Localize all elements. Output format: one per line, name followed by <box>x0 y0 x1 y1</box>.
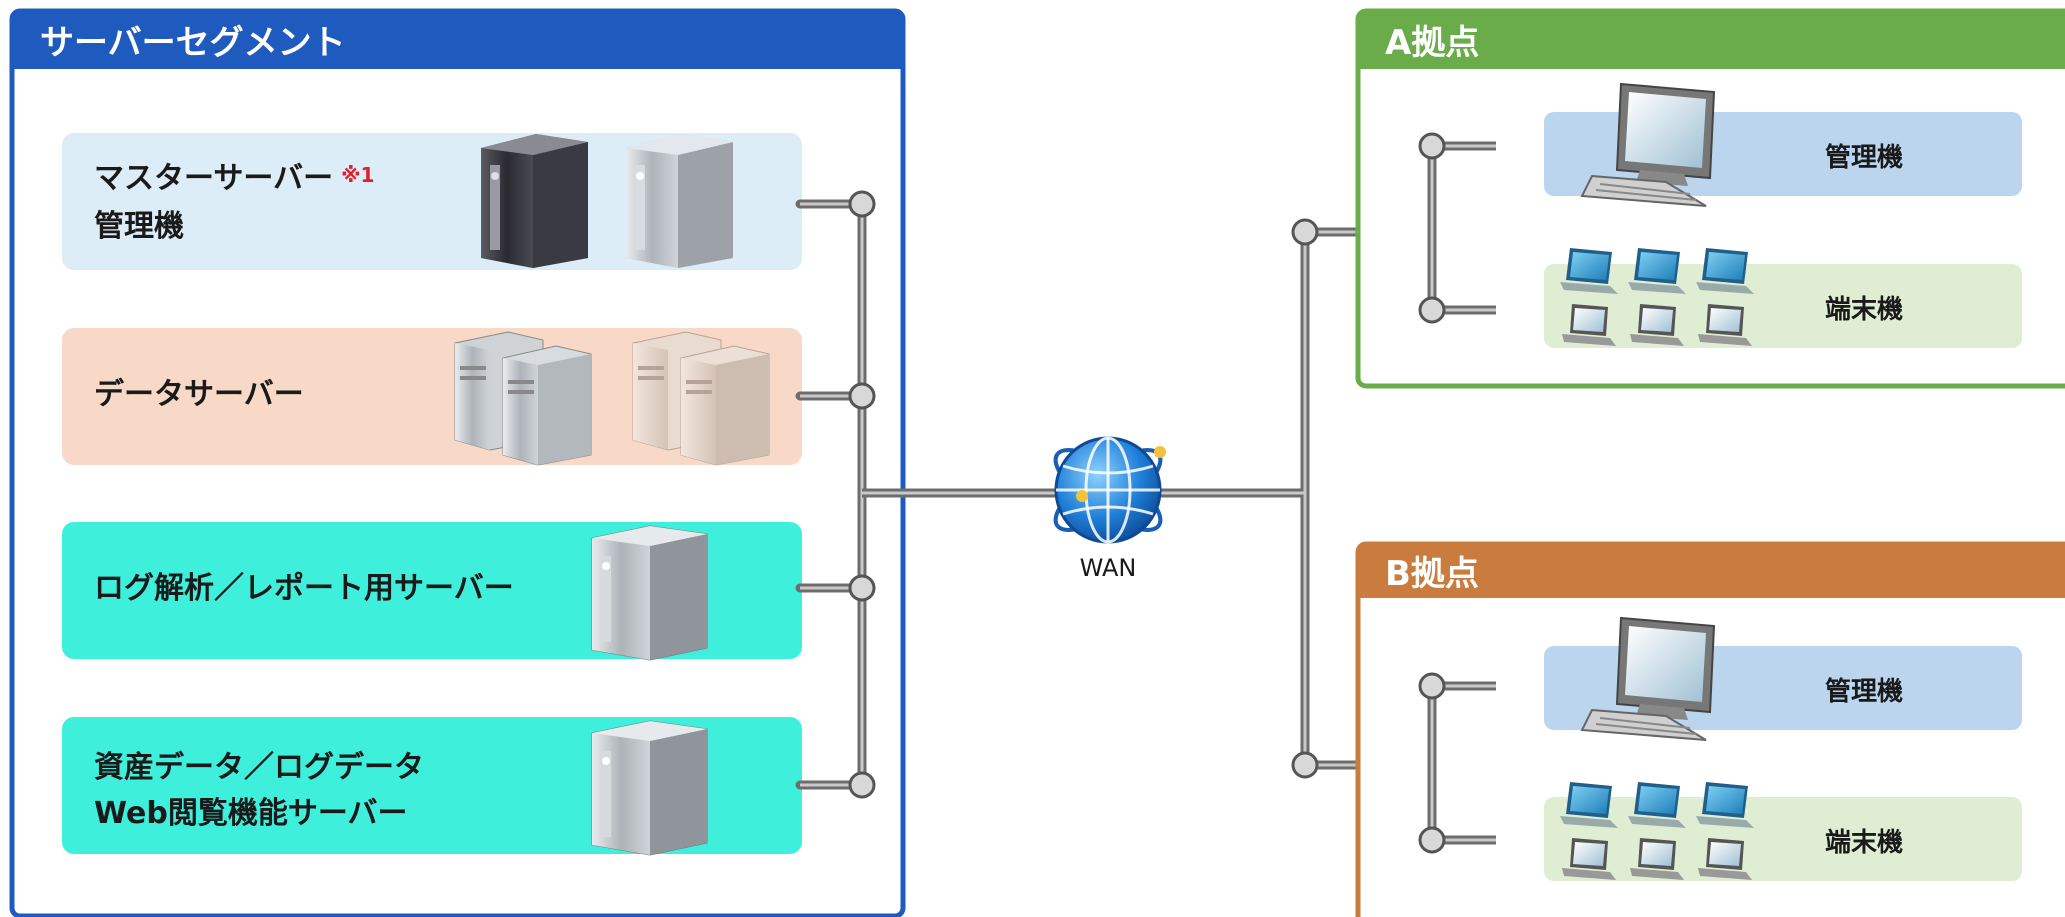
row-data-server-bg <box>62 328 802 465</box>
row-master-server: マスターサーバー ※1 管理機 <box>62 133 802 270</box>
server-segment-title: サーバーセグメント <box>40 23 346 63</box>
site-b-terminal-row <box>1544 797 2022 881</box>
wan-label: WAN <box>1080 554 1137 582</box>
server-segment-header <box>12 11 903 69</box>
data-server-label: データサーバー <box>94 377 304 412</box>
site-b-header <box>1358 544 2065 598</box>
server-pair-gray-icon <box>454 331 592 466</box>
site-a-admin-label: 管理機 <box>1825 143 1903 173</box>
server-tower-icon <box>591 720 708 856</box>
master-server-label: マスターサーバー <box>94 161 333 196</box>
server-tower-light-icon <box>626 134 733 268</box>
laptop-group-icon <box>1560 782 1754 880</box>
row-master-server-bg <box>62 133 802 270</box>
row-data-server: データサーバー <box>62 328 802 466</box>
server-tower-icon <box>591 525 708 661</box>
site-b-terminal-label: 端末機 <box>1825 828 1903 858</box>
site-a-header <box>1358 11 2065 69</box>
site-b-admin-label: 管理機 <box>1825 677 1903 707</box>
desktop-pc-icon <box>1580 616 1716 741</box>
server-tower-dark-icon <box>481 134 588 268</box>
web-server-label-line2: Web閲覧機能サーバー <box>94 796 408 831</box>
row-web-server: 資産データ／ログデータ Web閲覧機能サーバー <box>62 717 802 856</box>
bus-joints <box>848 190 876 799</box>
site-a: A拠点 管理機 端末機 <box>1355 8 2065 389</box>
web-server-label-line1: 資産データ／ログデータ <box>94 750 424 785</box>
master-admin-label: 管理機 <box>94 209 184 244</box>
row-log-server: ログ解析／レポート用サーバー <box>62 522 802 661</box>
log-server-label: ログ解析／レポート用サーバー <box>94 571 514 606</box>
site-b-title: B拠点 <box>1385 554 1479 594</box>
svg-text:マスターサーバー※1: マスターサーバー ※1 <box>94 161 374 196</box>
site-b: B拠点 管理機 端末機 <box>1355 541 2065 917</box>
desktop-pc-icon <box>1580 82 1716 207</box>
server-segment: サーバーセグメント マスターサーバー ※1 管理機 <box>9 8 906 917</box>
site-a-terminal-row <box>1544 264 2022 348</box>
site-a-terminal-label: 端末機 <box>1825 295 1903 325</box>
site-a-title: A拠点 <box>1385 23 1479 63</box>
server-pair-beige-icon <box>632 331 770 466</box>
laptop-group-icon <box>1560 248 1754 346</box>
wan-links <box>862 218 1432 779</box>
wan-globe-icon <box>1053 436 1166 544</box>
note-marker: ※1 <box>341 163 374 187</box>
